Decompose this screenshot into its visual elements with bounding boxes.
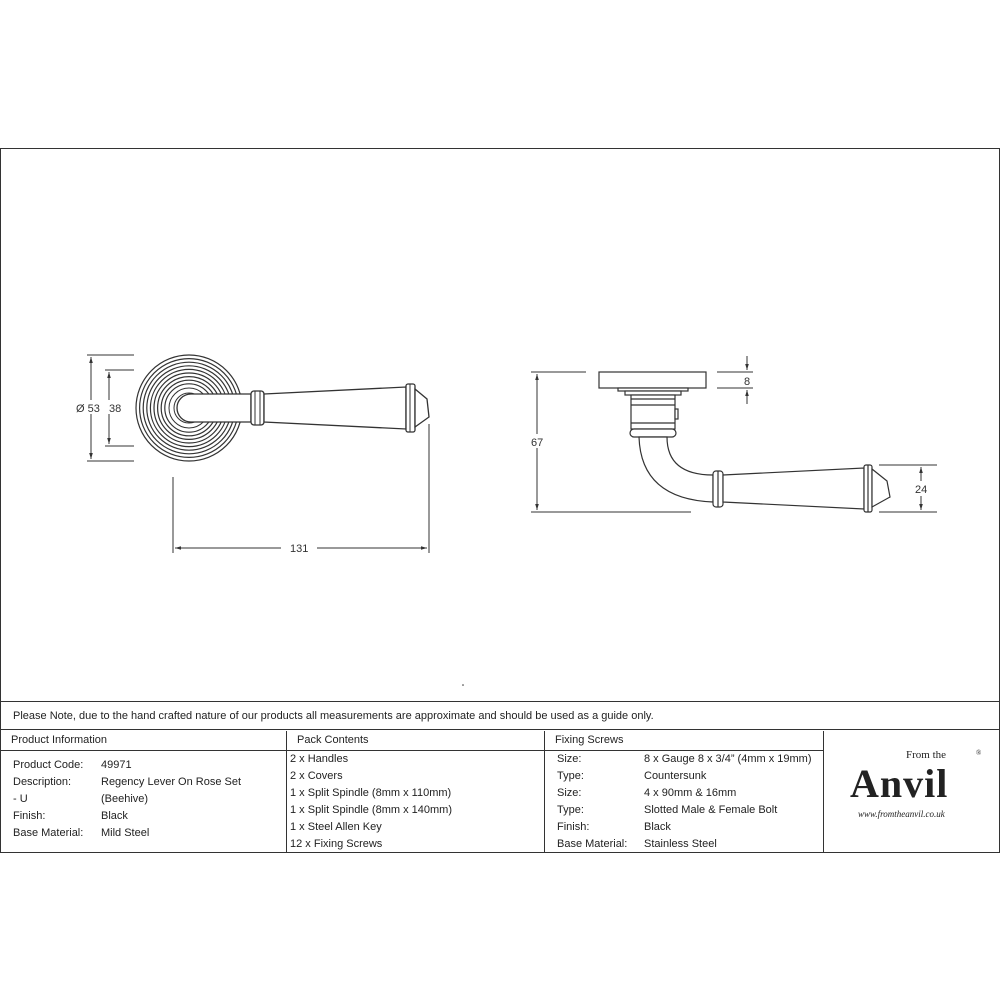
row-value: 8 x Gauge 8 x 3/4” (4mm x 19mm): [644, 753, 812, 765]
fixing-screws: Fixing Screws Size: 8 x Gauge 8 x 3/4” (4…: [545, 731, 824, 852]
logo-url: www.fromtheanvil.co.uk: [858, 809, 945, 819]
row-label: Size:: [557, 787, 582, 799]
row-value: Countersunk: [644, 770, 707, 782]
pack-item: 2 x Handles: [290, 753, 349, 765]
info-row: Type: Countersunk: [557, 768, 823, 785]
info-row: - U: [13, 791, 286, 808]
product-information-title: Product Information: [1, 731, 286, 751]
logo-from-text: From the: [906, 749, 947, 761]
row-value: Slotted Male & Female Bolt: [644, 804, 778, 816]
pack-item: 12 x Fixing Screws: [290, 838, 383, 850]
row-label: - U: [13, 793, 28, 805]
brand-logo-cell: From the ® Anvil www.fromtheanvil.co.uk: [824, 731, 999, 852]
row-label: Type:: [557, 804, 584, 816]
dim-length-label: 131: [290, 543, 308, 555]
dim-diameter-label: Ø 53: [76, 403, 100, 415]
dim-rose-label: 8: [744, 376, 750, 388]
pack-item: 1 x Steel Allen Key: [290, 821, 382, 833]
measurement-note: Please Note, due to the hand crafted nat…: [1, 701, 999, 730]
row-label: Description:: [13, 776, 72, 788]
dim-height-label: 67: [531, 437, 543, 449]
info-row: Description: Regency Lever On Rose Set (B…: [13, 774, 286, 805]
info-row: Finish: Black: [557, 819, 823, 836]
pack-item: 1 x Split Spindle (8mm x 110mm): [290, 787, 452, 799]
fixing-screws-title: Fixing Screws: [545, 731, 823, 751]
row-label: Finish:: [557, 821, 590, 833]
row-label: Size:: [557, 753, 582, 765]
front-view: [75, 354, 430, 553]
row-value: Stainless Steel: [644, 838, 717, 850]
row-value: 4 x 90mm & 16mm: [644, 787, 737, 799]
row-value: Regency Lever On Rose Set (Beehive): [101, 776, 242, 805]
spec-sheet: Ø 53 38 131: [0, 148, 1000, 853]
info-row: Type: Slotted Male & Female Bolt: [557, 802, 823, 819]
row-label: Finish:: [13, 810, 46, 822]
row-label: Type:: [557, 770, 584, 782]
row-label: Base Material:: [557, 838, 628, 850]
row-label: Product Code:: [13, 759, 84, 771]
logo-brand-text: Anvil: [850, 761, 949, 806]
info-row: Finish: Black: [13, 808, 286, 825]
logo-registered-mark: ®: [976, 749, 982, 757]
technical-drawing: Ø 53 38 131: [75, 354, 937, 686]
info-row: Size: 4 x 90mm & 16mm: [557, 785, 823, 802]
pack-item: 1 x Split Spindle (8mm x 140mm): [290, 804, 452, 816]
info-row: Base Material: Stainless Steel: [557, 836, 823, 853]
row-value: 49971: [101, 759, 132, 771]
pack-item: 2 x Covers: [290, 770, 343, 782]
dim-inner-label: 38: [109, 403, 121, 415]
anvil-logo: From the ® Anvil www.fromtheanvil.co.uk: [850, 749, 990, 839]
pack-contents-title: Pack Contents: [287, 731, 544, 751]
pack-contents: Pack Contents 2 x Handles 2 x Covers 1 x S…: [287, 731, 545, 852]
row-value: Mild Steel: [101, 827, 150, 839]
side-view: [598, 371, 891, 513]
row-value: Black: [644, 821, 671, 833]
dim-lever-label: 24: [915, 484, 927, 496]
info-row: Base Material: Mild Steel: [13, 825, 286, 842]
row-value: Black: [101, 810, 128, 822]
info-row: Product Code: 49971: [13, 757, 286, 774]
row-label: Base Material:: [13, 827, 84, 839]
info-row: Size: 8 x Gauge 8 x 3/4” (4mm x 19mm): [557, 751, 823, 768]
